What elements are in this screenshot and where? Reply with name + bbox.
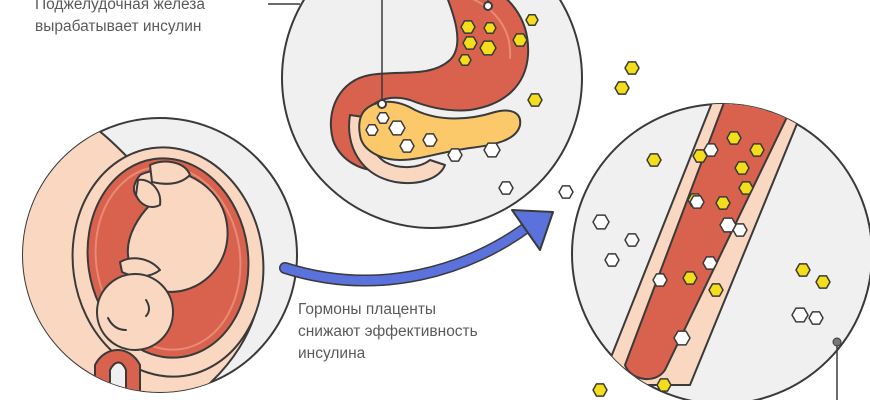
insulin-hexagon-icon [460, 20, 476, 34]
placenta-caption: Гормоны плаценты снижают эффективность и… [298, 299, 478, 365]
insulin-hexagon-icon [795, 263, 811, 277]
placenta-caption-line-2: снижают эффективность [298, 323, 478, 340]
insulin-hexagon-icon [656, 378, 672, 392]
pancreas-caption: Поджелудочная железа вырабатывает инсули… [35, 0, 205, 38]
insulin-hexagon-icon [527, 93, 543, 107]
glucose-hexagon-icon [498, 181, 514, 195]
insulin-hexagon-icon [708, 283, 724, 297]
glucose-hexagon-icon [673, 330, 691, 346]
placenta-caption-line-3: инсулина [298, 345, 366, 362]
insulin-hexagon-icon [479, 40, 497, 56]
glucose-hexagon-icon [702, 256, 718, 270]
insulin-hexagon-icon [815, 275, 831, 289]
pancreas [358, 100, 522, 161]
insulin-hexagon-icon [726, 131, 742, 145]
glucose-hexagon-icon [558, 185, 574, 199]
insulin-hexagon-icon [715, 196, 731, 210]
molecule-hexagons [365, 14, 831, 397]
insulin-hexagon-icon [458, 54, 472, 66]
glucose-hexagon-icon [652, 273, 668, 287]
glucose-hexagon-icon [703, 143, 719, 157]
glucose-hexagon-icon [365, 124, 379, 136]
insulin-hexagon-icon [749, 143, 765, 157]
insulin-hexagon-icon [462, 36, 478, 50]
glucose-hexagon-icon [808, 311, 824, 325]
glucose-hexagon-icon [624, 233, 640, 247]
pancreas-illustration [268, 0, 583, 229]
blood-vessel-illustration [571, 103, 870, 400]
placenta-caption-line-1: Гормоны плаценты [298, 301, 437, 318]
insulin-hexagon-icon [738, 181, 754, 195]
insulin-hexagon-icon [614, 81, 630, 95]
glucose-hexagon-icon [447, 148, 463, 162]
insulin-hexagon-icon [483, 22, 497, 34]
glucose-hexagon-icon [399, 139, 415, 153]
glucose-hexagon-icon [422, 133, 438, 147]
insulin-hexagon-icon [646, 153, 662, 167]
glucose-hexagon-icon [388, 120, 406, 136]
insulin-hexagon-icon [512, 33, 528, 47]
insulin-hexagon-icon [525, 14, 539, 26]
insulin-hexagon-icon [682, 271, 698, 285]
insulin-hexagon-icon [734, 161, 750, 175]
glucose-hexagon-icon [604, 253, 620, 267]
arrow [279, 209, 554, 287]
fetus [96, 160, 229, 351]
glucose-hexagon-icon [689, 195, 705, 209]
pancreas-caption-line-1: Поджелудочная железа [35, 0, 206, 13]
pancreas-caption-line-2: вырабатывает инсулин [35, 18, 202, 35]
glucose-hexagon-icon [376, 112, 390, 124]
glucose-hexagon-icon [719, 217, 737, 233]
fetus-in-womb-illustration [22, 117, 298, 393]
glucose-hexagon-icon [732, 223, 748, 237]
insulin-hexagon-icon [624, 61, 640, 75]
glucose-hexagon-icon [592, 214, 610, 230]
glucose-hexagon-icon [483, 142, 501, 158]
insulin-hexagon-icon [592, 383, 608, 397]
glucose-hexagon-icon [791, 307, 809, 323]
